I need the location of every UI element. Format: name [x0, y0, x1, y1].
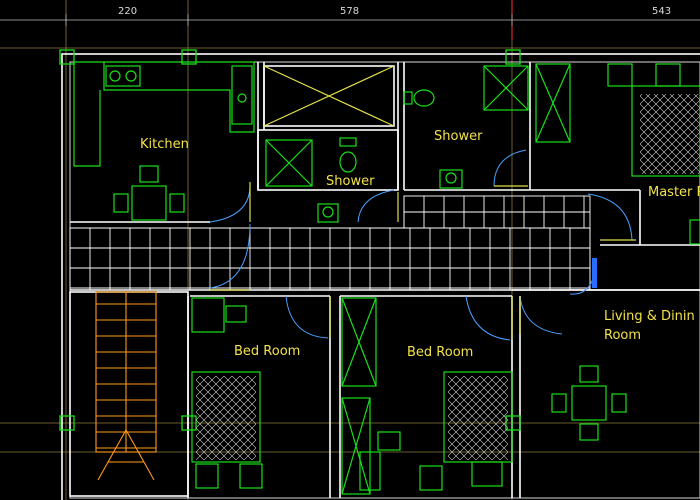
walls [61, 53, 700, 500]
label-living-dining-line2: Room [604, 328, 641, 343]
stairs [69, 291, 189, 497]
corridor-tiles [69, 195, 591, 291]
master-bed [607, 63, 700, 245]
label-kitchen: Kitchen [140, 137, 189, 152]
label-master-room: Master R [648, 185, 700, 200]
label-shower-left: Shower [326, 174, 375, 189]
label-bed-room-right: Bed Room [407, 345, 473, 360]
bedroom-furniture [191, 297, 513, 495]
label-bed-room-left: Bed Room [234, 344, 300, 359]
bathroom-fixtures [263, 63, 571, 223]
dimension-578: 578 [340, 6, 359, 17]
kitchen-dining-set [113, 165, 185, 221]
kitchen-fixtures [73, 61, 255, 221]
dimension-220: 220 [118, 6, 137, 17]
dining-set [551, 365, 627, 441]
dimension-543: 543 [652, 6, 671, 17]
doors [209, 149, 636, 341]
room-labels: Kitchen Shower Shower Master R Bed Room … [140, 129, 700, 360]
label-shower-right: Shower [434, 129, 483, 144]
dimension-line: 220 578 543 [0, 6, 700, 26]
label-living-dining-line1: Living & Dinin [604, 309, 695, 324]
